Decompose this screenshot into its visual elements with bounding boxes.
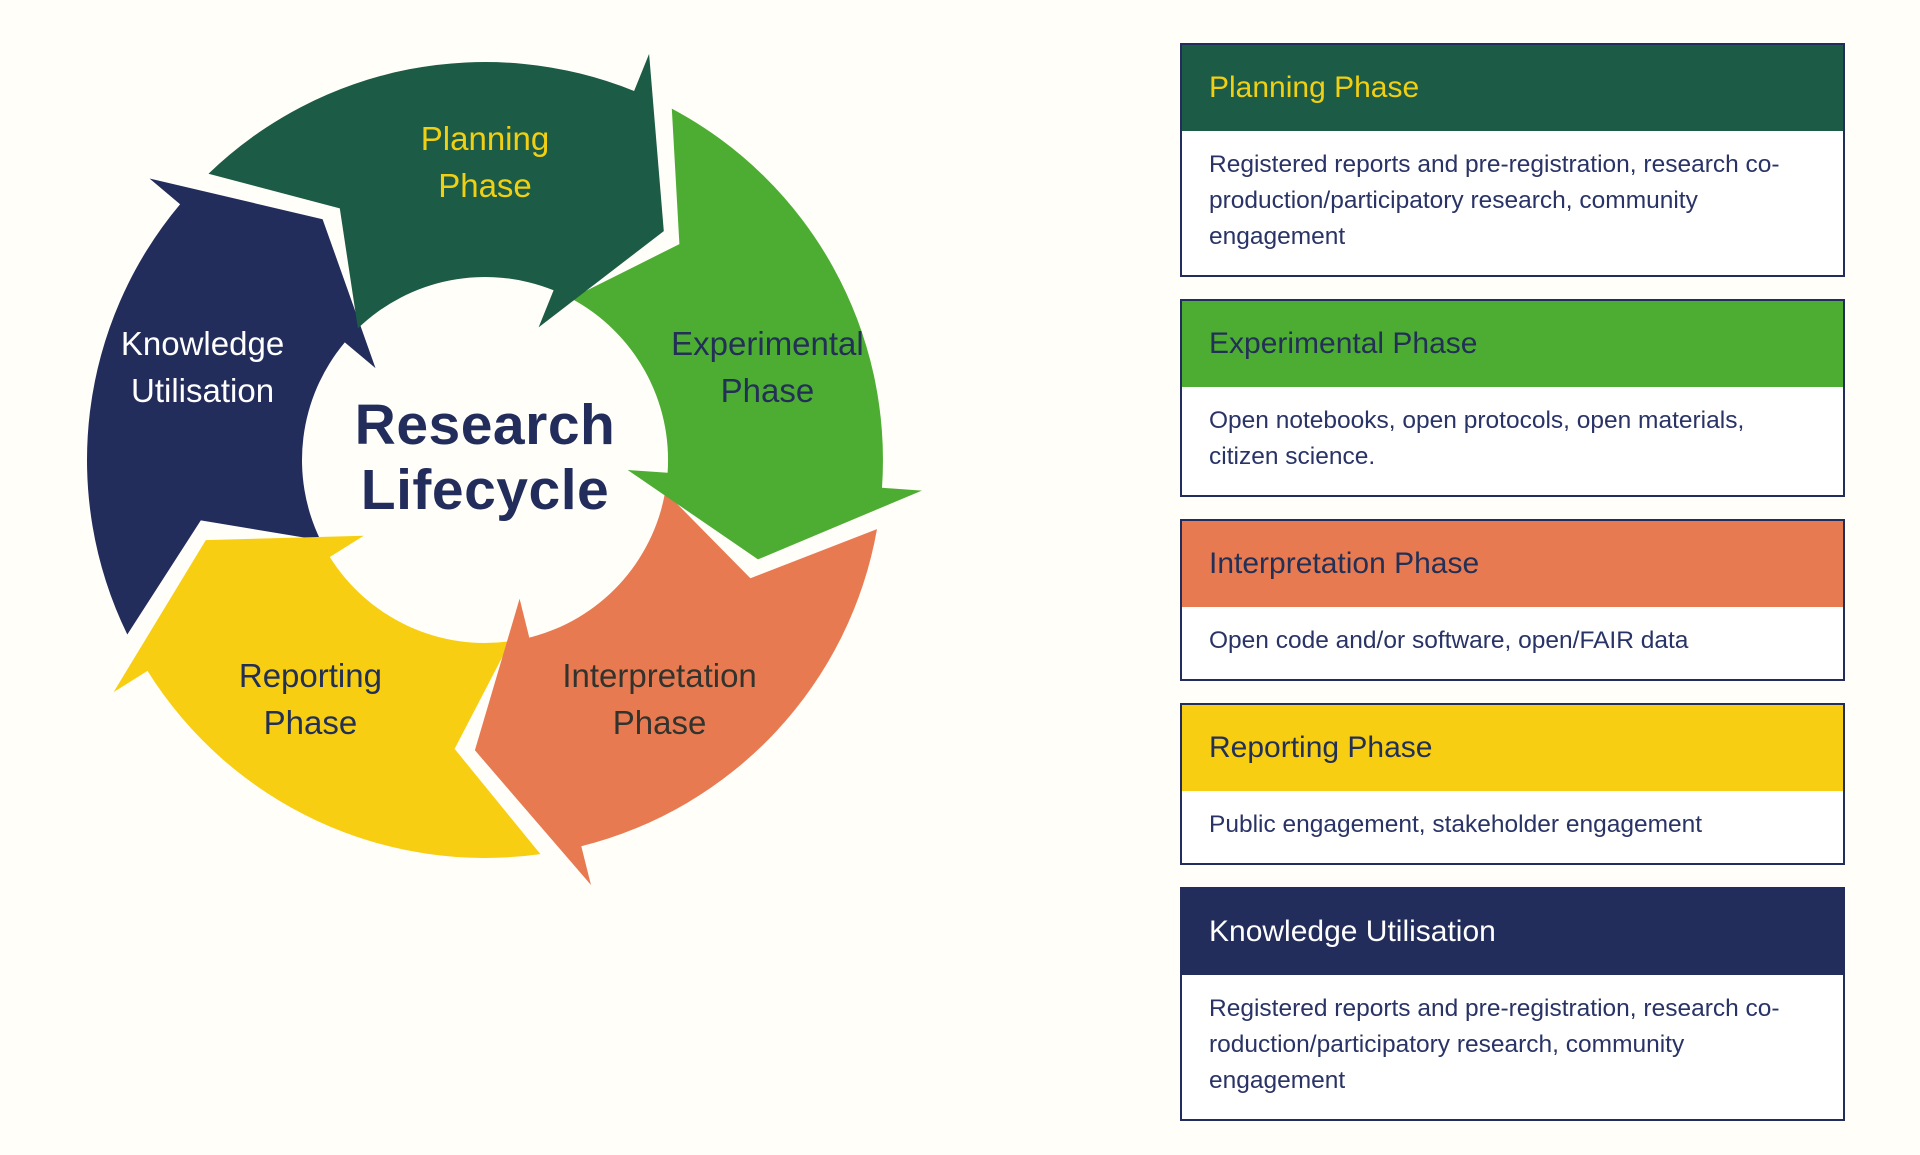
legend-title: Planning Phase: [1209, 71, 1420, 104]
legend-body: Public engagement, stakeholder engagemen…: [1209, 811, 1703, 838]
cycle-segment-reporting: [113, 535, 541, 858]
legend-body: Open notebooks, open protocols, open mat…: [1209, 407, 1745, 470]
segment-label-line: Reporting: [238, 657, 382, 695]
legend-header: Reporting Phase: [1182, 705, 1843, 791]
segment-label-line: Planning: [420, 120, 550, 158]
cycle-diagram: Planning Phase Experimental Phase Interp…: [15, 0, 955, 935]
segment-label-line: Interpretation: [562, 657, 757, 695]
cycle-segment-knowledge: [87, 178, 376, 635]
cycle-segment-planning: [208, 53, 664, 329]
legend-body: Registered reports and pre-registration,…: [1209, 151, 1780, 250]
legend-body: Open code and/or software, open/FAIR dat…: [1209, 627, 1689, 654]
legend-box-planning: Planning Phase Registered reports and pr…: [1180, 43, 1845, 277]
segment-label-interpretation: Interpretation Phase: [562, 653, 756, 747]
segment-label-knowledge: Knowledge Utilisation: [121, 321, 284, 415]
segment-label-reporting: Reporting Phase: [239, 653, 382, 747]
legend-header: Knowledge Utilisation: [1182, 889, 1843, 975]
segment-label-line: Experimental: [671, 325, 864, 363]
legend-box-knowledge: Knowledge Utilisation Registered reports…: [1180, 887, 1845, 1121]
legend-title: Experimental Phase: [1209, 327, 1478, 360]
legend-header: Interpretation Phase: [1182, 521, 1843, 607]
legend-header: Experimental Phase: [1182, 301, 1843, 387]
diagram-title: Research Lifecycle: [355, 393, 616, 523]
legend-box-interpretation: Interpretation Phase Open code and/or so…: [1180, 519, 1845, 681]
segment-label-line: Phase: [612, 704, 707, 742]
legend-body: Registered reports and pre-registration,…: [1209, 995, 1780, 1094]
legend-title: Reporting Phase: [1209, 731, 1433, 764]
segment-label-line: Phase: [263, 704, 358, 742]
segment-label-line: Utilisation: [130, 372, 275, 410]
cycle-segment-interpretation: [474, 491, 877, 885]
legend-title: Interpretation Phase: [1209, 547, 1480, 580]
segment-label-line: Phase: [720, 372, 815, 410]
cycle-svg: [87, 53, 922, 885]
diagram-title-line1: Research: [354, 393, 616, 458]
legend-header: Planning Phase: [1182, 45, 1843, 131]
segment-label-line: Phase: [438, 167, 532, 204]
cycle-segment-experimental: [570, 108, 922, 560]
segment-label-experimental: Experimental Phase: [671, 321, 864, 415]
phase-legend: Planning Phase Registered reports and pr…: [1180, 43, 1845, 1143]
segment-label-line: Knowledge: [120, 325, 285, 363]
diagram-title-line2: Lifecycle: [360, 458, 610, 522]
legend-title: Knowledge Utilisation: [1209, 915, 1496, 948]
segment-label-planning: Planning Phase: [421, 116, 549, 210]
legend-box-reporting: Reporting Phase Public engagement, stake…: [1180, 703, 1845, 865]
legend-box-experimental: Experimental Phase Open notebooks, open …: [1180, 299, 1845, 497]
